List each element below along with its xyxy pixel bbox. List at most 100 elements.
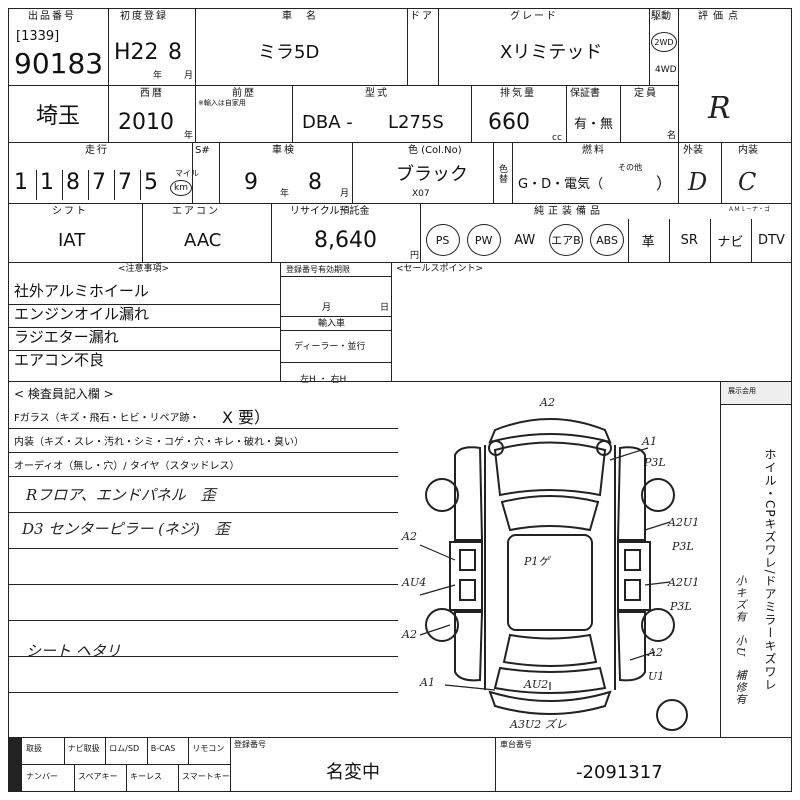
plate-line-3	[280, 330, 392, 332]
color: ブラック	[396, 164, 468, 185]
diagram-damage-mark: A1	[641, 435, 657, 448]
right-front-tire	[641, 478, 675, 512]
bottom-option-divider	[178, 764, 179, 792]
bottom-option-bottom: スペアキー	[78, 772, 118, 781]
first-reg-era: H22	[114, 40, 159, 65]
bottom-option-divider	[74, 764, 75, 792]
first-reg-year-unit: 年	[153, 71, 163, 81]
f-glass-mark: X 要）	[222, 408, 271, 427]
caution-rule	[8, 304, 280, 305]
mileage-label: 走行	[85, 145, 109, 156]
bottom-option-divider	[188, 737, 190, 765]
mileage-digit: 8	[66, 170, 80, 195]
capacity-unit: 名	[667, 131, 677, 141]
bottom-option-divider	[63, 737, 65, 765]
drive-2wd: 2WD	[654, 37, 674, 47]
diagram-damage-mark: P3L	[669, 600, 692, 613]
diagram-leaders	[419, 447, 671, 691]
rule-1	[8, 428, 398, 429]
first-reg-label: 初度登録	[120, 11, 168, 22]
diagram-damage-mark: P3L	[643, 456, 666, 469]
color-label: 色 (Col.No)	[408, 145, 462, 156]
mileage-mile-unit: マイル	[175, 169, 199, 178]
sales-point-label: <セールスポイント>	[396, 264, 484, 274]
history-note: ※輸入は自家用	[198, 99, 246, 107]
rule-8	[8, 656, 398, 657]
inspection-year-unit: 年	[280, 189, 290, 199]
mileage-digit-divider	[140, 170, 141, 200]
listing-number-label: 出品番号	[28, 11, 76, 22]
model-type-label: 型式	[365, 88, 389, 99]
capacity-label: 定員	[634, 88, 658, 99]
evaluation-label: 評価点	[698, 11, 743, 22]
rule-2	[8, 452, 398, 453]
inspection-label: 車検	[272, 145, 296, 156]
inspection-year: 9	[244, 170, 258, 195]
recycle-fee: 8,640	[314, 228, 377, 253]
right-rear-fender	[616, 611, 646, 682]
bottom-option-top: リモコン	[192, 744, 225, 753]
bottom-marker	[8, 737, 22, 792]
grade: Xリミテッド	[500, 42, 603, 63]
body-sides	[484, 445, 616, 690]
hood	[493, 441, 607, 497]
plate-month-unit: 月	[322, 303, 332, 313]
equipment-item: SR	[680, 232, 698, 248]
chassis-no-label: 車台番号	[500, 740, 532, 749]
interior-grade: C	[738, 168, 757, 196]
diagram-damage-mark: A2	[647, 646, 663, 659]
caution-item: エアコン不良	[14, 351, 105, 369]
exterior-grade: D	[688, 168, 708, 196]
mileage-digit-divider	[114, 170, 115, 200]
bottom-option-bottom: スマートキー	[182, 772, 230, 781]
fuel-close: ）	[656, 174, 673, 193]
diagram-damage-mark: U1	[648, 670, 664, 683]
plate-day-unit: 日	[380, 303, 390, 313]
evaluation-cell	[678, 8, 792, 143]
right-mirror	[596, 440, 612, 456]
inspection-month-unit: 月	[340, 189, 350, 199]
spare-tire	[656, 699, 688, 731]
interior-line: 内装（キズ・スレ・汚れ・シミ・コゲ・穴・キレ・破れ・臭い）	[14, 437, 304, 448]
mileage-km-mark: km	[170, 180, 192, 196]
right-front-fender	[616, 446, 646, 541]
equipment-circle: PS	[425, 224, 460, 256]
left-front-tire	[425, 478, 459, 512]
door-label: ドア	[410, 11, 434, 22]
bottom-option-divider	[126, 764, 127, 792]
bottom-option-bottom: ナンバー	[26, 772, 58, 781]
bottom-divider-2	[495, 737, 497, 792]
left-windows	[459, 549, 476, 601]
diagram-damage-mark: A2	[539, 396, 555, 409]
right-doors	[617, 541, 651, 611]
shift: IAT	[58, 230, 86, 251]
diagram-damage-mark: A2U1	[667, 516, 699, 529]
equipment-item: DTV	[758, 232, 785, 248]
diagram-damage-mark: P3L	[671, 540, 694, 553]
first-reg-month-unit: 月	[184, 71, 194, 81]
right-windows	[624, 549, 641, 601]
model-year-unit: 年	[184, 131, 194, 141]
evaluation-score: R	[708, 91, 731, 126]
chassis-no: -2091317	[576, 762, 663, 783]
car-name-label: 車 名	[282, 11, 318, 22]
plate-line-2	[280, 316, 392, 318]
diagram-damage-mark: A2	[401, 530, 417, 543]
equipment-note: ＡＭｌ－ナ・ゴ	[728, 206, 771, 213]
equipment-divider	[709, 219, 711, 263]
aircon: AAC	[184, 230, 222, 251]
mileage-digit: 1	[40, 170, 54, 195]
handwritten-note: Rフロア、エンドパネル 歪	[26, 486, 216, 504]
reg-no-label: 登録番号	[234, 740, 266, 749]
bottom-option-top: ロム/SD	[109, 744, 140, 753]
windshield	[500, 495, 600, 532]
inspector-label: < 検査員記入欄 >	[14, 387, 114, 401]
fuel: G・D・電気（	[518, 177, 604, 192]
caution-rule	[8, 327, 280, 328]
mileage-digit-divider	[62, 170, 63, 200]
mileage-digit: 7	[92, 170, 106, 195]
diagram-damage-mark: AU2	[523, 678, 548, 691]
first-reg-month: 8	[168, 40, 182, 65]
equipment-divider	[627, 219, 629, 263]
right-rear-tire	[641, 608, 675, 642]
